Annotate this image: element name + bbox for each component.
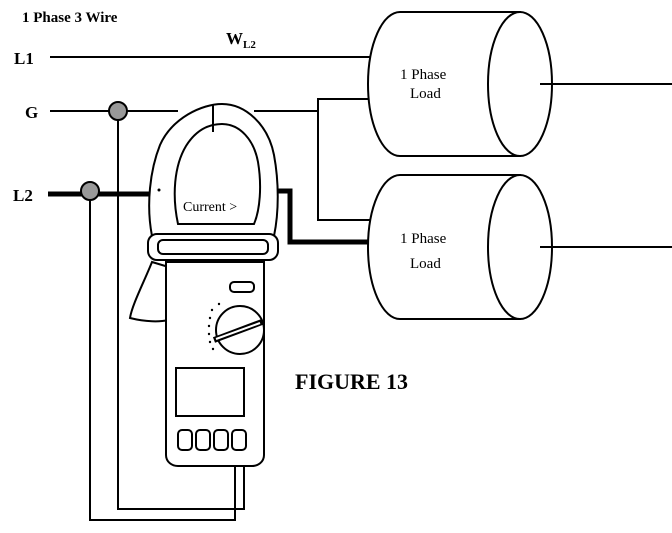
clamp-jaw-mark	[157, 188, 161, 192]
hold-switch	[229, 281, 255, 293]
wattmeter-label: WL2	[226, 29, 256, 51]
meter-button-2	[195, 429, 211, 451]
wattmeter-label-main: W	[226, 29, 243, 48]
load-1-label-line1: 1 Phase	[400, 67, 447, 83]
wire-g-branch	[317, 98, 382, 111]
meter-button-1	[177, 429, 193, 451]
lcd-display	[175, 367, 245, 417]
line-label-l1: L1	[14, 49, 34, 68]
load-2-body	[367, 174, 521, 320]
line-label-l2: L2	[13, 186, 33, 205]
meter-button-4	[231, 429, 247, 451]
clamp-current-label: Current >	[183, 200, 237, 215]
range-dial-ticks	[207, 302, 221, 351]
system-label: 1 Phase 3 Wire	[22, 10, 118, 26]
load-1: 1 Phase Load	[367, 11, 672, 157]
clamp-collar-inner	[157, 239, 269, 255]
wire-g-branch-lower	[317, 111, 382, 221]
load-1-label-line2: Load	[410, 86, 441, 102]
clamp-jaw-opening	[173, 122, 262, 225]
probe-lead-g	[117, 111, 245, 510]
load-2-label-line2: Load	[410, 256, 441, 272]
probe-lead-l2	[89, 191, 236, 521]
node-l2	[80, 181, 100, 201]
load-2: 1 Phase Load	[367, 174, 672, 320]
clamp-meter: Current >	[128, 102, 279, 467]
node-g	[108, 101, 128, 121]
wattmeter-label-sub: L2	[243, 39, 256, 51]
load-2-label-line1: 1 Phase	[400, 231, 447, 247]
figure-caption: FIGURE 13	[295, 369, 408, 394]
load-1-body	[367, 11, 521, 157]
range-dial-pointer-inner	[215, 322, 261, 340]
meter-button-3	[213, 429, 229, 451]
line-label-g: G	[25, 103, 38, 122]
